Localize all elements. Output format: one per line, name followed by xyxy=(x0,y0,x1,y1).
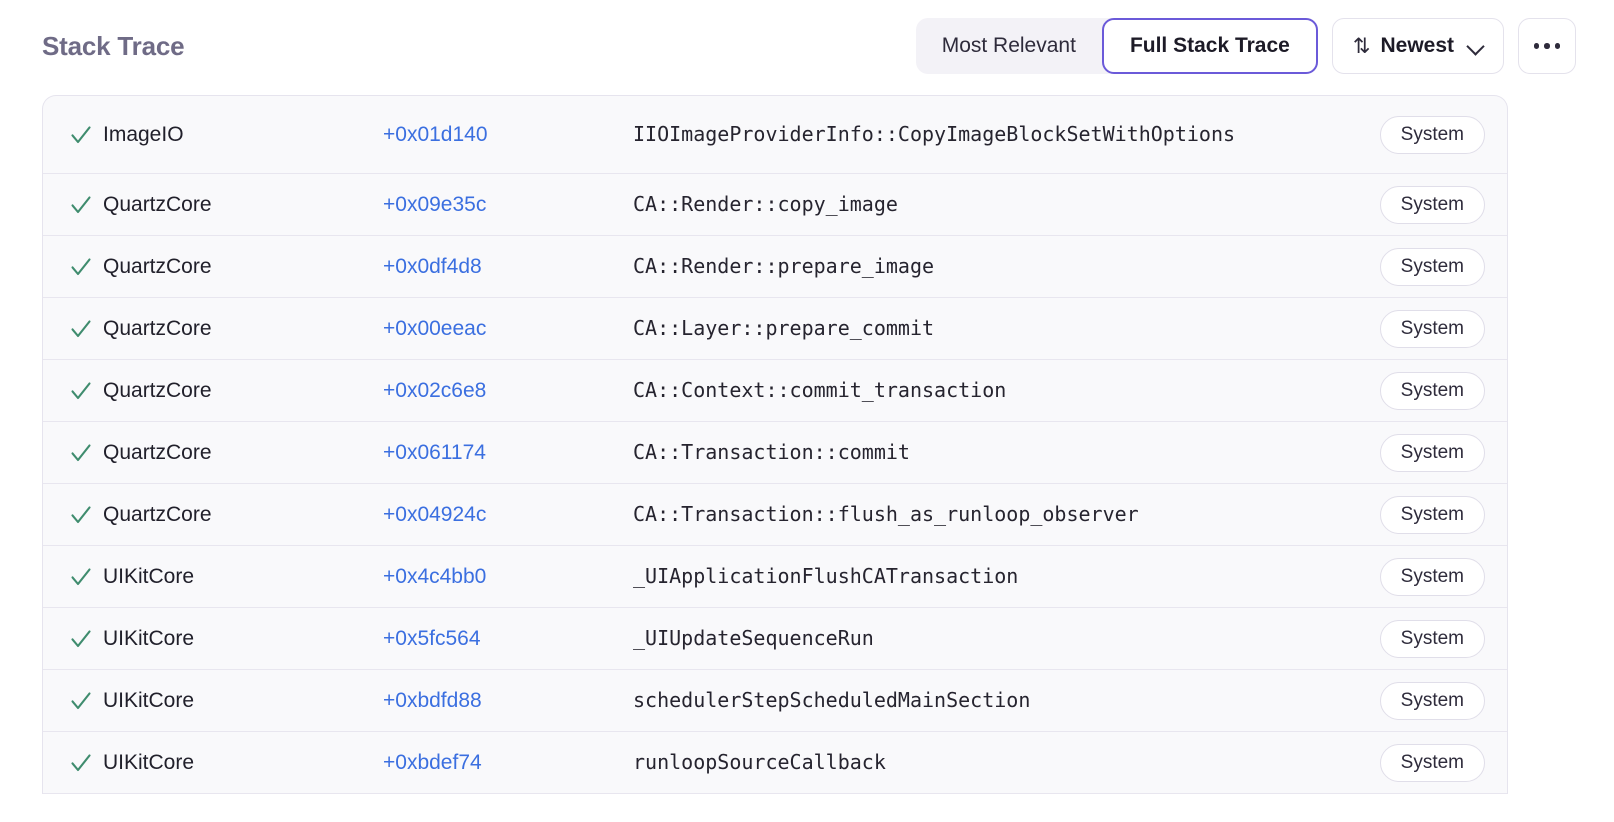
frame-module-name: QuartzCore xyxy=(103,192,212,216)
status-badge: System xyxy=(1379,371,1485,410)
table-row[interactable]: UIKitCore +0xbdef74 runloopSourceCallback S… xyxy=(43,732,1507,794)
frame-symbol-name: _UIApplicationFlushCATransaction xyxy=(633,564,1019,589)
ellipsis-icon xyxy=(1544,43,1550,49)
frame-symbol-name: runloopSourceCallback xyxy=(633,750,886,775)
frame-symbol-name: CA::Transaction::flush_as_runloop_observ… xyxy=(633,502,1139,527)
page-title: Stack Trace xyxy=(42,30,185,61)
table-row[interactable]: QuartzCore +0x09e35c CA::Render::copy_imag… xyxy=(43,174,1507,236)
table-row[interactable]: QuartzCore +0x061174 CA::Transaction::comm… xyxy=(43,422,1507,484)
check-icon xyxy=(69,503,103,527)
check-icon xyxy=(69,193,103,217)
frame-module-name: UIKitCore xyxy=(103,688,195,712)
frame-module-name: ImageIO xyxy=(103,122,184,146)
check-icon xyxy=(69,689,103,713)
frame-symbol-name: CA::Transaction::commit xyxy=(633,440,910,465)
check-icon xyxy=(69,565,103,589)
frame-offset-link[interactable]: +0x4c4bb0 xyxy=(383,564,487,588)
segment-most-relevant[interactable]: Most Relevant xyxy=(916,18,1102,74)
status-badge: System xyxy=(1379,619,1485,658)
frame-symbol-name: IIOImageProviderInfo::CopyImageBlockSetW… xyxy=(633,122,1236,147)
panel-header: Stack Trace Most Relevant Full Stack Tra… xyxy=(0,0,1614,92)
frame-module-name: QuartzCore xyxy=(103,254,212,278)
ellipsis-icon xyxy=(1554,43,1561,49)
frame-module-name: UIKitCore xyxy=(103,564,195,588)
check-icon xyxy=(69,317,103,341)
status-badge: System xyxy=(1379,743,1485,782)
check-icon xyxy=(69,441,103,465)
frame-offset-link[interactable]: +0x061174 xyxy=(383,440,486,464)
table-row[interactable]: ImageIO +0x01d140 IIOImageProviderInfo::Co… xyxy=(43,96,1507,174)
frame-module-name: QuartzCore xyxy=(103,378,212,402)
check-icon xyxy=(69,255,103,279)
table-row[interactable]: QuartzCore +0x02c6e8 CA::Context::commit_t… xyxy=(43,360,1507,422)
check-icon xyxy=(69,123,103,147)
frame-offset-link[interactable]: +0x0df4d8 xyxy=(383,254,482,278)
frame-module-name: QuartzCore xyxy=(103,502,212,526)
ellipsis-icon xyxy=(1533,43,1540,49)
frame-symbol-name: CA::Context::commit_transaction xyxy=(633,378,1007,403)
status-badge: System xyxy=(1379,557,1485,596)
frame-symbol-name: schedulerStepScheduledMainSection xyxy=(633,688,1031,713)
frame-module-name: QuartzCore xyxy=(103,316,212,340)
check-icon xyxy=(69,627,103,651)
frame-symbol-name: CA::Render::copy_image xyxy=(633,192,898,217)
status-badge: System xyxy=(1379,433,1485,472)
frame-offset-link[interactable]: +0xbdfd88 xyxy=(383,688,482,712)
chevron-down-icon xyxy=(1468,39,1483,54)
sort-button-label: Newest xyxy=(1380,34,1454,57)
table-row[interactable]: UIKitCore +0x4c4bb0 _UIApplicationFlushCAT… xyxy=(43,546,1507,608)
status-badge: System xyxy=(1379,247,1485,286)
status-badge: System xyxy=(1379,309,1485,348)
frame-offset-link[interactable]: +0x00eeac xyxy=(383,316,487,340)
frame-symbol-name: _UIUpdateSequenceRun xyxy=(633,626,874,651)
frame-offset-link[interactable]: +0x02c6e8 xyxy=(383,378,487,402)
status-badge: System xyxy=(1379,495,1485,534)
frame-offset-link[interactable]: +0xbdef74 xyxy=(383,750,482,774)
frame-module-name: UIKitCore xyxy=(103,626,195,650)
sort-arrows-icon: ⇅ xyxy=(1352,34,1371,58)
frame-symbol-name: CA::Render::prepare_image xyxy=(633,254,935,279)
header-actions: Most Relevant Full Stack Trace ⇅ Newest xyxy=(915,18,1576,74)
table-row[interactable]: QuartzCore +0x0df4d8 CA::Render::prepare_i… xyxy=(43,236,1507,298)
sort-button[interactable]: ⇅ Newest xyxy=(1331,18,1504,74)
frame-offset-link[interactable]: +0x5fc564 xyxy=(383,626,481,650)
segment-full-stack-trace[interactable]: Full Stack Trace xyxy=(1101,18,1318,74)
table-row[interactable]: UIKitCore +0xbdfd88 schedulerStepScheduled… xyxy=(43,670,1507,732)
view-mode-segmented-control[interactable]: Most Relevant Full Stack Trace xyxy=(915,18,1318,74)
table-row[interactable]: QuartzCore +0x04924c CA::Transaction::flus… xyxy=(43,484,1507,546)
status-badge: System xyxy=(1379,115,1485,154)
table-row[interactable]: QuartzCore +0x00eeac CA::Layer::prepare_co… xyxy=(43,298,1507,360)
frame-module-name: UIKitCore xyxy=(103,750,195,774)
more-options-button[interactable] xyxy=(1518,18,1576,74)
check-icon xyxy=(69,751,103,775)
status-badge: System xyxy=(1379,185,1485,224)
stack-frame-list[interactable]: ImageIO +0x01d140 IIOImageProviderInfo::Co… xyxy=(42,95,1508,794)
frame-symbol-name: CA::Layer::prepare_commit xyxy=(633,316,935,341)
frame-module-name: QuartzCore xyxy=(103,440,212,464)
table-row[interactable]: UIKitCore +0x5fc564 _UIUpdateSequenceRun Sy… xyxy=(43,608,1507,670)
check-icon xyxy=(69,379,103,403)
frame-offset-link[interactable]: +0x04924c xyxy=(383,502,487,526)
status-badge: System xyxy=(1379,681,1485,720)
frame-offset-link[interactable]: +0x01d140 xyxy=(383,122,488,146)
frame-offset-link[interactable]: +0x09e35c xyxy=(383,192,487,216)
